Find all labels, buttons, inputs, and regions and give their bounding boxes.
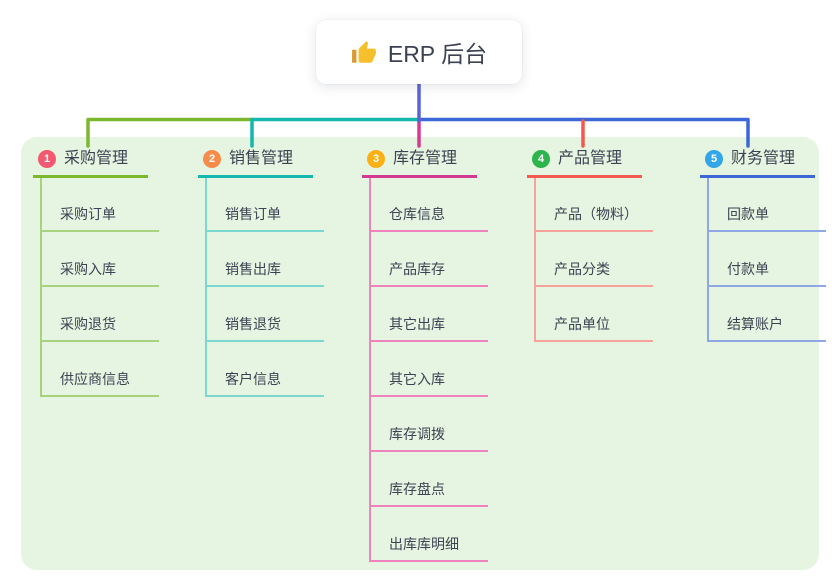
branch-number-badge: 1	[38, 150, 56, 168]
branch-children: 采购订单采购入库采购退货供应商信息	[40, 178, 159, 397]
child-label: 产品单位	[554, 316, 610, 332]
child-label: 客户信息	[225, 371, 281, 387]
branch-children: 产品（物料） 产品分类产品单位	[534, 178, 653, 342]
branch-number-badge: 3	[367, 150, 385, 168]
child-label: 产品库存	[389, 261, 445, 277]
child-label: 其它入库	[389, 371, 445, 387]
child-node[interactable]: 产品（物料）	[536, 204, 653, 232]
child-node[interactable]: 采购订单	[42, 204, 159, 232]
child-label: 产品分类	[554, 261, 610, 277]
child-node[interactable]: 销售退货	[207, 314, 324, 342]
child-label: 采购入库	[60, 261, 116, 277]
root-node[interactable]: ERP 后台	[316, 20, 522, 84]
child-label: 仓库信息	[389, 206, 445, 222]
branch-node[interactable]: 1 采购管理	[33, 149, 148, 178]
branch-label: 采购管理	[64, 150, 129, 167]
child-node[interactable]: 产品库存	[371, 259, 488, 287]
child-label: 付款单	[727, 261, 769, 277]
child-node[interactable]: 产品单位	[536, 314, 653, 342]
branch-column-4: 4 产品管理 产品（物料） 产品分类产品单位	[527, 149, 653, 342]
child-node[interactable]: 库存盘点	[371, 479, 488, 507]
child-node[interactable]: 销售订单	[207, 204, 324, 232]
child-node[interactable]: 销售出库	[207, 259, 324, 287]
child-node[interactable]: 仓库信息	[371, 204, 488, 232]
child-node[interactable]: 结算账户	[709, 314, 826, 342]
child-label: 销售退货	[225, 316, 281, 332]
child-label: 库存盘点	[389, 481, 445, 497]
branch-label: 销售管理	[229, 150, 294, 167]
child-node[interactable]: 回款单	[709, 204, 826, 232]
branch-column-1: 1 采购管理 采购订单采购入库采购退货供应商信息	[33, 149, 159, 397]
child-node[interactable]: 采购入库	[42, 259, 159, 287]
branch-column-2: 2 销售管理 销售订单销售出库销售退货客户信息	[198, 149, 324, 397]
thumbs-up-icon	[351, 41, 376, 63]
child-node[interactable]: 付款单	[709, 259, 826, 287]
branch-node[interactable]: 5 财务管理	[700, 149, 815, 178]
branch-number-badge: 2	[203, 150, 221, 168]
child-label: 销售出库	[225, 261, 281, 277]
child-label: 销售订单	[225, 206, 281, 222]
child-label: 采购退货	[60, 316, 116, 332]
child-node[interactable]: 产品分类	[536, 259, 653, 287]
branch-node[interactable]: 2 销售管理	[198, 149, 313, 178]
child-node[interactable]: 其它入库	[371, 369, 488, 397]
child-label: 结算账户	[727, 316, 783, 332]
child-node[interactable]: 客户信息	[207, 369, 324, 397]
branch-node[interactable]: 3 库存管理	[362, 149, 477, 178]
branch-number-badge: 5	[705, 150, 723, 168]
child-label: 出库库明细	[389, 536, 459, 552]
branch-column-5: 5 财务管理 回款单付款单结算账户	[700, 149, 826, 342]
child-node[interactable]: 出库库明细	[371, 534, 488, 562]
child-label: 回款单	[727, 206, 769, 222]
child-node[interactable]: 其它出库	[371, 314, 488, 342]
branch-children: 仓库信息产品库存其它出库其它入库库存调拨库存盘点出库库明细	[369, 178, 488, 562]
branch-node[interactable]: 4 产品管理	[527, 149, 642, 178]
child-node[interactable]: 供应商信息	[42, 369, 159, 397]
branch-children: 回款单付款单结算账户	[707, 178, 826, 342]
child-label: 产品（物料）	[554, 206, 638, 222]
branch-label: 财务管理	[731, 150, 796, 167]
branch-label: 产品管理	[558, 150, 623, 167]
branch-number-badge: 4	[532, 150, 550, 168]
child-label: 供应商信息	[60, 371, 130, 387]
child-node[interactable]: 库存调拨	[371, 424, 488, 452]
branch-children: 销售订单销售出库销售退货客户信息	[205, 178, 324, 397]
child-label: 其它出库	[389, 316, 445, 332]
branches-background-panel	[21, 137, 819, 570]
root-title: ERP 后台	[387, 41, 488, 67]
branch-label: 库存管理	[393, 150, 458, 167]
branch-column-3: 3 库存管理 仓库信息产品库存其它出库其它入库库存调拨库存盘点出库库明细	[362, 149, 488, 562]
child-label: 采购订单	[60, 206, 116, 222]
child-node[interactable]: 采购退货	[42, 314, 159, 342]
child-label: 库存调拨	[389, 426, 445, 442]
